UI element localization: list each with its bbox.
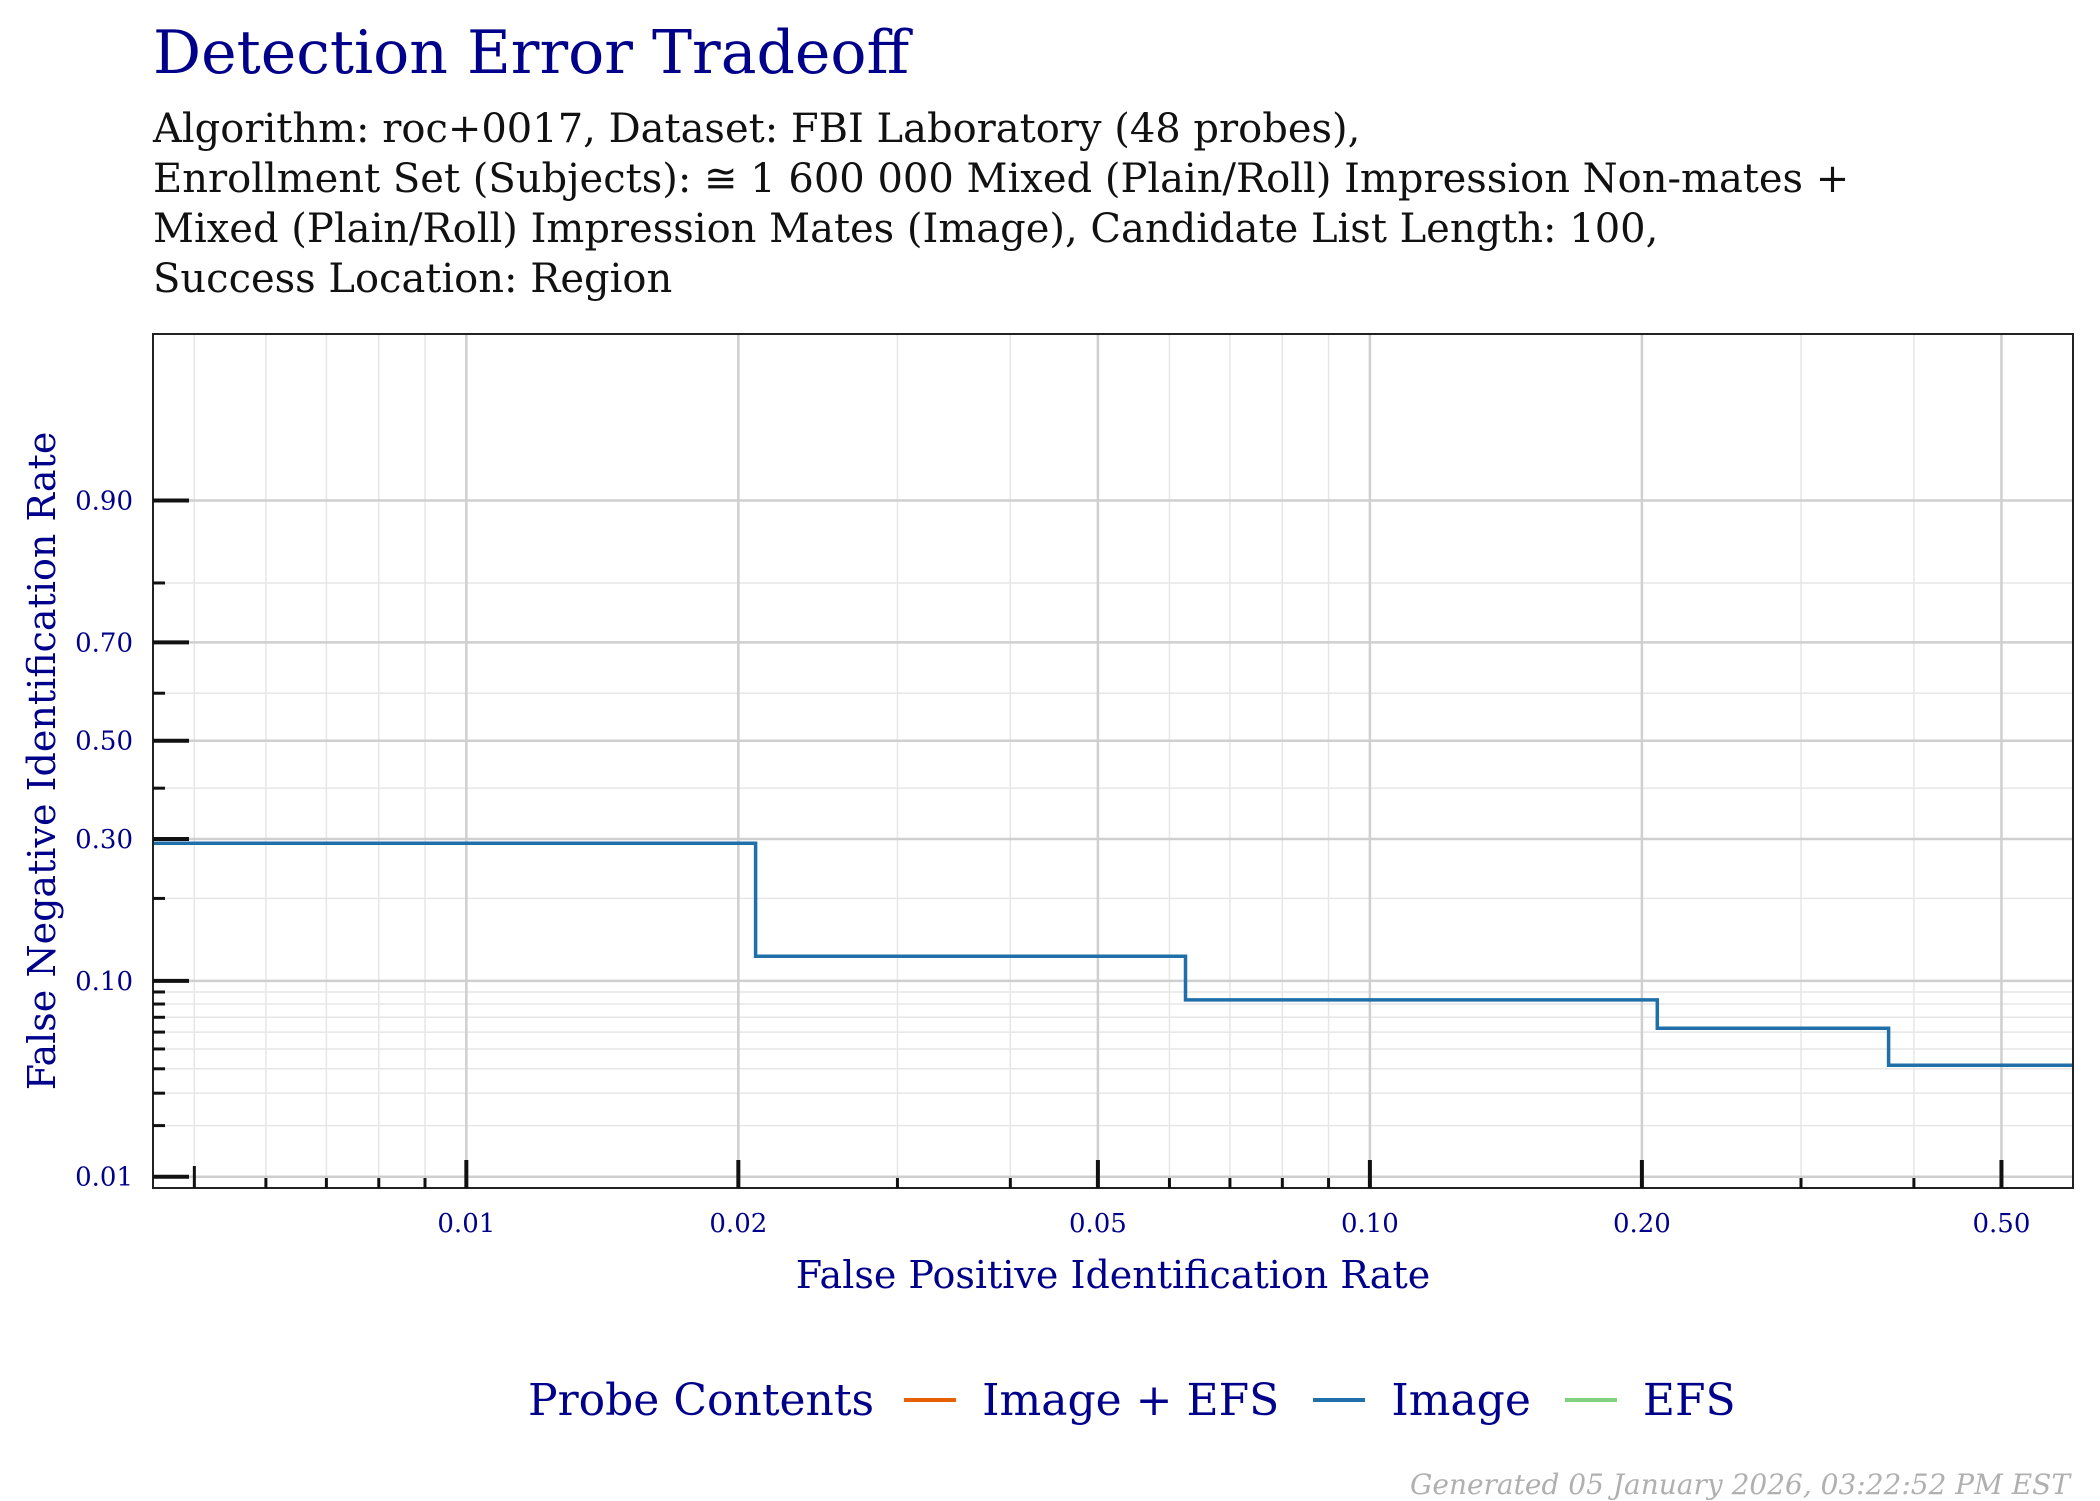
subtitle-line-3: Mixed (Plain/Roll) Impression Mates (Ima… xyxy=(153,206,1659,252)
legend-title: Probe Contents xyxy=(528,1374,875,1426)
legend-item-efs: EFS xyxy=(1564,1374,1736,1426)
subtitle-line-4: Success Location: Region xyxy=(153,256,673,302)
chart-subtitle: Algorithm: roc+0017, Dataset: FBI Labora… xyxy=(153,104,1849,304)
y-tick-label: 0.90 xyxy=(75,487,133,517)
x-tick-label: 0.01 xyxy=(437,1209,495,1239)
legend: Probe Contents Image + EFS Image EFS xyxy=(528,1370,1770,1430)
y-tick-label: 0.30 xyxy=(75,825,133,855)
x-tick-label: 0.02 xyxy=(709,1209,767,1239)
grid-layer xyxy=(153,334,2073,1188)
plot-frame xyxy=(152,333,2074,1189)
series-layer xyxy=(153,841,2073,1067)
legend-key-image xyxy=(1313,1398,1366,1402)
x-axis-title: False Positive Identification Rate xyxy=(796,1253,1430,1297)
x-tick-label: 0.20 xyxy=(1613,1209,1671,1239)
legend-item-image: Image xyxy=(1313,1375,1531,1426)
tick-layer: 0.01 0.02 0.05 0.10 0.20 0.50 0.01 0.10 0.30 0.50… xyxy=(75,487,2030,1239)
legend-item-image-efs: Image + EFS xyxy=(904,1375,1279,1426)
generated-timestamp: Generated 05 January 2026, 03:22:52 PM E… xyxy=(1410,1468,2070,1501)
legend-key-image-efs xyxy=(904,1398,957,1402)
x-tick-label: 0.50 xyxy=(1973,1209,2031,1239)
chart-title: Detection Error Tradeoff xyxy=(153,18,910,88)
x-tick-label: 0.10 xyxy=(1341,1209,1399,1239)
y-tick-label: 0.50 xyxy=(75,727,133,757)
legend-label-image: Image xyxy=(1391,1374,1531,1426)
legend-key-efs xyxy=(1564,1398,1617,1402)
subtitle-line-1: Algorithm: roc+0017, Dataset: FBI Labora… xyxy=(153,106,1361,152)
x-tick-label: 0.05 xyxy=(1069,1209,1127,1239)
legend-label-image-efs: Image + EFS xyxy=(982,1374,1280,1426)
y-tick-label: 0.70 xyxy=(75,628,133,658)
subtitle-line-2: Enrollment Set (Subjects): ≅ 1 600 000 M… xyxy=(153,156,1850,202)
series-line-image xyxy=(153,841,2073,1067)
legend-label-efs: EFS xyxy=(1642,1374,1736,1426)
y-tick-label: 0.01 xyxy=(75,1163,133,1193)
y-axis-title: False Negative Identification Rate xyxy=(20,432,64,1091)
y-tick-label: 0.10 xyxy=(75,967,133,997)
